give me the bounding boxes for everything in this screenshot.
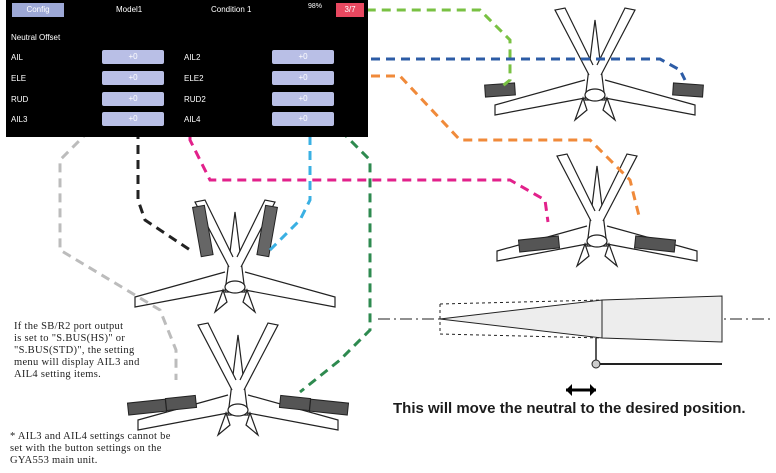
connector-ail2 (326, 57, 687, 81)
jet-ele (496, 153, 698, 267)
connector-ele (146, 74, 550, 223)
row-label-ele2: ELE2 (184, 74, 204, 83)
connector-rud2 (268, 106, 312, 252)
row-label-ail: AIL (11, 53, 24, 62)
sbus-note: If the SB/R2 port output is set to "S.BU… (14, 321, 140, 380)
row-label-rud2: RUD2 (184, 95, 206, 104)
control-surface-side-view (378, 295, 772, 396)
row-label-ele: ELE (11, 74, 27, 83)
connector-ail4 (299, 118, 372, 394)
row-label-rud: RUD (11, 95, 29, 104)
screen-title: Neutral Offset (11, 33, 61, 42)
value-button-ele[interactable]: +0 (102, 71, 164, 85)
row-label-ail4: AIL4 (184, 115, 201, 124)
value-button-ele2[interactable]: +0 (272, 71, 334, 85)
config-tab[interactable]: Config (12, 3, 64, 17)
jet-ail (484, 7, 704, 121)
headline: This will move the neutral to the desire… (393, 400, 746, 417)
connector-ele2 (326, 74, 642, 221)
connector-ail3 (58, 118, 178, 380)
battery-indicator: 98% (308, 3, 323, 10)
value-button-ail4[interactable]: +0 (272, 112, 334, 126)
row-label-ail3: AIL3 (11, 115, 28, 124)
page-number[interactable]: 3/7 (336, 3, 364, 17)
model-name: Model1 (116, 5, 143, 14)
connector-rud (136, 100, 191, 252)
condition-name: Condition 1 (211, 5, 252, 14)
transmitter-screen: Config Model1 Condition 1 98% 3/7 Neutra… (6, 0, 368, 137)
jet-ail3-ail4 (126, 322, 350, 436)
value-button-rud[interactable]: +0 (102, 92, 164, 106)
value-button-ail[interactable]: +0 (102, 50, 164, 64)
value-button-ail3[interactable]: +0 (102, 112, 164, 126)
row-label-ail2: AIL2 (184, 53, 201, 62)
jet-rud (134, 199, 336, 313)
value-button-rud2[interactable]: +0 (272, 92, 334, 106)
ail-note: * AIL3 and AIL4 settings cannot be set w… (10, 431, 171, 466)
value-button-ail2[interactable]: +0 (272, 50, 334, 64)
